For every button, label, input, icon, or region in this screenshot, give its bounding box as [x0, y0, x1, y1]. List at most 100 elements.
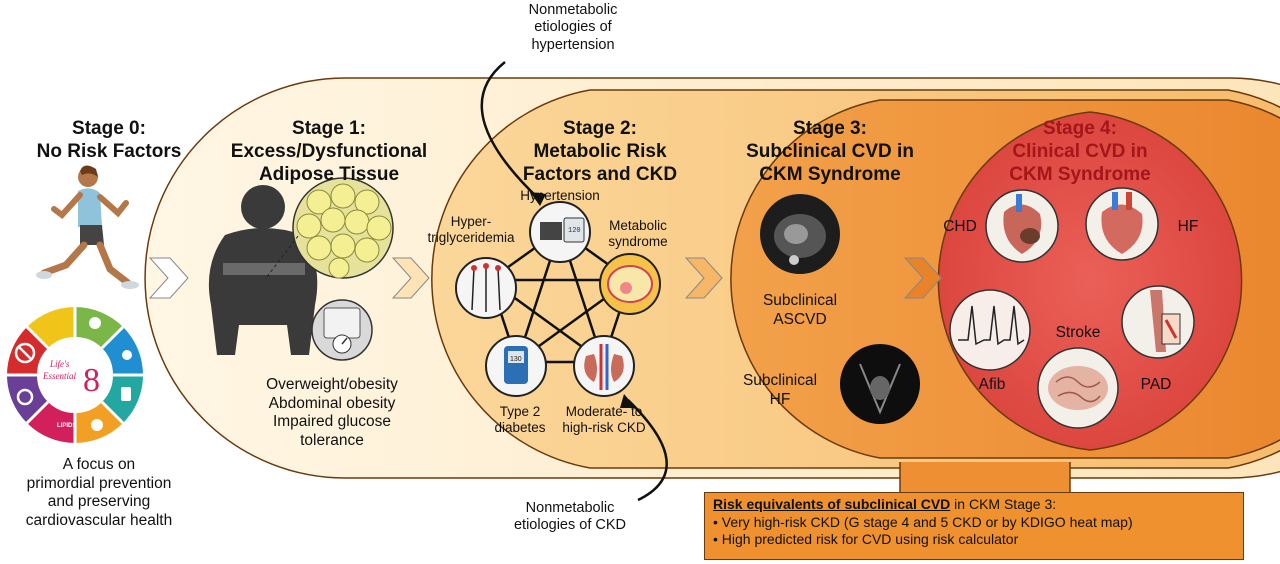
chd-label-text: CHD [943, 218, 977, 235]
obese-silhouette-icon [208, 185, 318, 355]
diabetes-label-line: diabetes [494, 420, 546, 436]
risk-box-heading-rest: in CKM Stage 3: [950, 496, 1057, 512]
echocardiogram-icon [840, 344, 920, 424]
subclinical-hf-line: HF [769, 390, 791, 408]
stage1-title-line: Excess/Dysfunctional [230, 140, 428, 162]
stroke-label: Stroke [1046, 324, 1110, 343]
chevron-icon [148, 257, 942, 299]
hf-label: HF [1168, 218, 1208, 237]
stage1-description: Overweight/obesity Abdominal obesity Imp… [232, 376, 432, 450]
stage2-title: Stage 2: Metabolic Risk Factors and CKD [500, 118, 700, 186]
scale-icon [311, 299, 373, 361]
chd-label: CHD [938, 218, 982, 237]
svg-text:8: 8 [83, 362, 100, 399]
stage4-title-line: Stage 4: [1043, 118, 1117, 139]
risk-box-item: • Very high-risk CKD (G stage 4 and 5 CK… [713, 513, 1133, 530]
stage1-description-line: Overweight/obesity [266, 376, 398, 393]
kidney-icon [573, 335, 635, 397]
metabolic-syndrome-label-line: Metabolic [609, 218, 667, 233]
svg-text:Life's: Life's [49, 359, 70, 369]
hypertriglyceridemia-label-line: triglyceridemia [427, 230, 515, 246]
stage0-title: Stage 0: No Risk Factors [18, 118, 200, 164]
heart-hf-icon [1085, 187, 1159, 261]
annotation-line: etiologies of [534, 19, 612, 36]
ct-scan-icon [760, 194, 840, 274]
risk-box-heading-underlined: Risk equivalents of subclinical CVD [713, 496, 951, 512]
pad-label-text: PAD [1140, 376, 1172, 393]
subclinical-ascvd-line: Subclinical [762, 292, 838, 309]
stage4-title-line: CKM Syndrome [1009, 163, 1151, 185]
stage2-title-line: Stage 2: [563, 118, 637, 139]
svg-text:120: 120 [568, 227, 581, 235]
nonmetabolic-ckd-label: Nonmetabolic etiologies of CKD [500, 500, 640, 535]
metabolic-syndrome-icon [599, 253, 661, 315]
stage1-description-line: Impaired glucose [272, 413, 392, 431]
risk-box-heading: Risk equivalents of subclinical CVD in C… [713, 496, 1056, 512]
ckd-label-line: high-risk CKD [562, 420, 646, 436]
afib-label: Afib [970, 376, 1014, 395]
risk-box-item: • High predicted risk for CVD using risk… [713, 531, 1019, 547]
triglyceride-molecule-icon [455, 257, 517, 319]
stage1-title-line: Adipose Tissue [258, 163, 400, 185]
stage3-title: Stage 3: Subclinical CVD in CKM Syndrome [730, 118, 930, 186]
stage0-title-line: Stage 0: [72, 118, 146, 139]
blood-pressure-monitor-icon: 120 [529, 201, 591, 263]
stage2-title-line: Factors and CKD [522, 163, 678, 185]
stage1-description-line: tolerance [300, 431, 364, 449]
svg-text:LIPIDS: LIPIDS [57, 423, 76, 429]
brain-stroke-icon [1037, 347, 1119, 429]
hypertriglyceridemia-label-line: Hyper- [450, 214, 492, 229]
stage1-title: Stage 1: Excess/Dysfunctional Adipose Ti… [200, 118, 458, 186]
stroke-label-text: Stroke [1055, 324, 1101, 341]
stage0-title-line: No Risk Factors [36, 140, 182, 162]
subclinical-hf-label: Subclinical HF [730, 372, 830, 409]
heart-chd-icon [985, 189, 1059, 263]
afib-label-text: Afib [978, 376, 1006, 393]
stage0-description-line: cardiovascular health [25, 511, 173, 529]
diabetes-label: Type 2 diabetes [480, 404, 560, 436]
annotation-line: hypertension [531, 36, 615, 53]
stage2-title-line: Metabolic Risk [533, 140, 667, 162]
subclinical-ascvd-label: Subclinical ASCVD [750, 292, 850, 329]
leg-pad-icon [1121, 285, 1195, 359]
stage1-title-line: Stage 1: [292, 118, 366, 139]
glucometer-icon: 130 [485, 335, 547, 397]
stage0-description-line: primordial prevention [26, 474, 172, 492]
stage0-description-line: and preserving [47, 493, 151, 511]
hypertriglyceridemia-label: Hyper- triglyceridemia [416, 214, 526, 246]
stage4-title: Stage 4: Clinical CVD in CKM Syndrome [980, 118, 1180, 186]
svg-text:Essential: Essential [42, 371, 76, 381]
metabolic-syndrome-label: Metabolic syndrome [598, 218, 678, 250]
hypertension-label-text: Hypertension [520, 188, 600, 203]
stage3-title-line: Subclinical CVD in [746, 140, 914, 162]
ckd-arrow [627, 399, 668, 502]
svg-text:130: 130 [510, 356, 522, 363]
annotation-line: Nonmetabolic [528, 2, 618, 18]
annotation-line: Nonmetabolic [525, 500, 615, 516]
hypertension-label: Hypertension [500, 188, 620, 204]
diabetes-label-line: Type 2 [499, 404, 541, 419]
subclinical-hf-line: Subclinical [742, 372, 818, 389]
adipose-tissue-icon [292, 177, 394, 279]
subclinical-ascvd-line: ASCVD [773, 310, 827, 328]
pad-label: PAD [1134, 376, 1178, 395]
annotation-line: etiologies of CKD [513, 517, 627, 534]
stage0-description-line: A focus on [62, 456, 136, 473]
stage0-description: A focus on primordial prevention and pre… [4, 456, 194, 530]
ckd-label-line: Moderate- to [565, 404, 643, 419]
stage1-description-line: Abdominal obesity [268, 394, 396, 412]
nonmetabolic-hypertension-label: Nonmetabolic etiologies of hypertension [498, 2, 648, 54]
ecg-afib-icon [949, 289, 1031, 371]
lifes-essential-8-wheel: LIPIDS Life's Essential 8 [7, 307, 143, 443]
risk-equivalents-box: Risk equivalents of subclinical CVD in C… [704, 492, 1244, 560]
hf-label-text: HF [1177, 218, 1199, 235]
stage4-title-line: Clinical CVD in [1012, 140, 1148, 162]
stage3-title-line: CKM Syndrome [759, 163, 901, 185]
metabolic-syndrome-label-line: syndrome [608, 234, 668, 250]
ckd-label: Moderate- to high-risk CKD [548, 404, 660, 436]
stage3-title-line: Stage 3: [793, 118, 867, 139]
runner-icon [36, 165, 139, 289]
hypertension-arrow [480, 61, 541, 201]
